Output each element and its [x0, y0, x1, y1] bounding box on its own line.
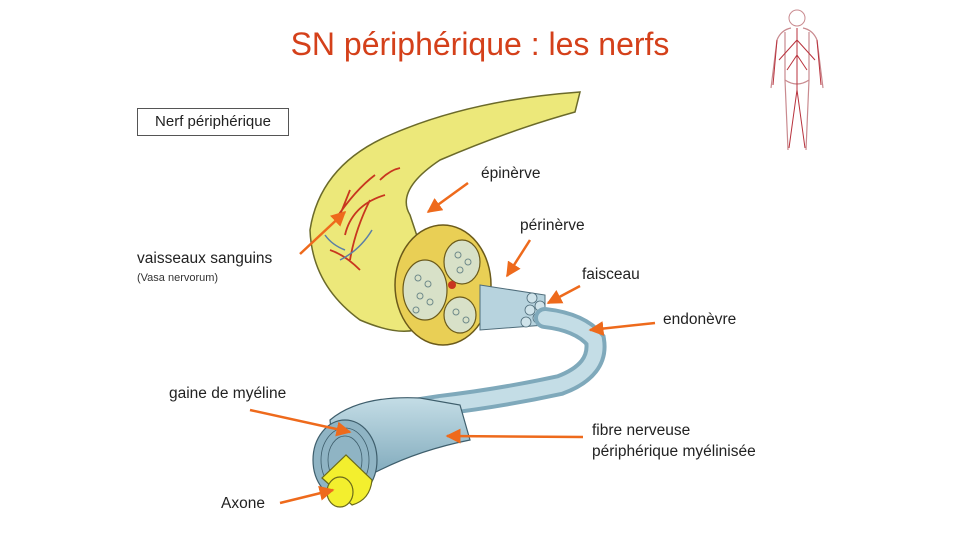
label-fibre-line1: fibre nerveuse: [592, 422, 691, 439]
label-endonevre: endonèvre: [663, 311, 737, 328]
arrow-vaisseaux: [299, 210, 347, 255]
arrow-gaine: [249, 408, 352, 437]
arrow-endonevre: [588, 321, 656, 337]
arrow-fibre: [445, 428, 584, 444]
nerve-trunk: [309, 91, 581, 332]
label-fibre-line2: périphérique myélinisée: [592, 443, 756, 460]
label-faisceau: faisceau: [582, 266, 640, 283]
fascicle-bundle: [479, 284, 546, 331]
nerve-cross-section: [394, 224, 492, 346]
arrow-perinevre: [505, 239, 532, 278]
label-gaine: gaine de myéline: [169, 385, 287, 402]
arrow-faisceau: [546, 284, 581, 305]
human-body-icon: [770, 9, 824, 151]
arrow-epinevre: [426, 181, 469, 214]
label-epinevre: épinèrve: [481, 165, 541, 182]
label-vaisseaux: vaisseaux sanguins: [137, 250, 273, 267]
peripheral-nerve-label-box: Nerf périphérique: [137, 108, 289, 136]
label-perinevre: périnèrve: [520, 217, 585, 234]
arrow-axone: [279, 485, 335, 505]
nerve-fiber: [312, 307, 607, 508]
label-axone: Axone: [221, 495, 265, 512]
label-vaisseaux-sub: (Vasa nervorum): [137, 272, 219, 284]
page-title: SN périphérique : les nerfs: [290, 26, 670, 62]
